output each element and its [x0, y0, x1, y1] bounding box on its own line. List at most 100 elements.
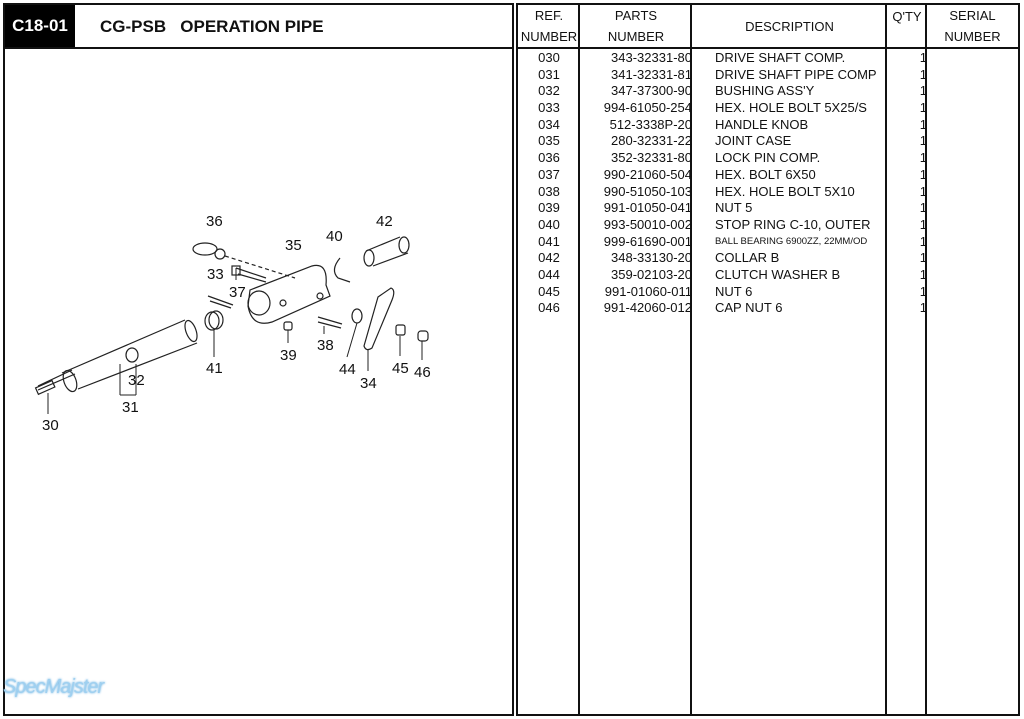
header-parts-line1: PARTS	[614, 8, 658, 23]
callout-37: 37	[229, 284, 246, 301]
qty-cell: 1	[919, 133, 927, 149]
header-ref-line2: NUMBER	[520, 29, 578, 44]
ref-cell: 037	[538, 166, 560, 182]
part-number-cell: 999-61690-001	[603, 233, 692, 249]
description-cell: LOCK PIN COMP.	[715, 150, 821, 166]
qty-cell: 1	[919, 166, 927, 182]
col-divider-parts	[580, 5, 692, 714]
ref-cell: 038	[538, 183, 560, 199]
part-number-cell: 343-32331-80	[611, 50, 692, 65]
callout-38: 38	[317, 337, 334, 354]
parts-table: REF. NUMBER PARTS NUMBER DESCRIPTION Q'T…	[516, 3, 1020, 716]
qty-cell: 1	[919, 116, 927, 132]
ref-cell: 045	[538, 283, 560, 299]
ref-cell: 040	[538, 216, 560, 232]
qty-cell: 1	[919, 66, 927, 82]
callout-33: 33	[207, 266, 224, 283]
callout-45: 45	[392, 360, 409, 377]
part-number-cell: 994-61050-254	[603, 100, 692, 116]
header-qty: Q'TY	[887, 5, 927, 47]
description-cell: BALL BEARING 6900ZZ, 22MM/OD	[715, 235, 868, 247]
ref-cell: 039	[538, 200, 560, 216]
part-number-cell: 991-42060-012	[603, 300, 692, 316]
part-number-cell: 512-3338P-20	[609, 116, 692, 132]
callout-35: 35	[285, 237, 302, 254]
part-number-cell: 990-51050-103	[603, 183, 692, 199]
page-title: CG-PSB OPERATION PIPE	[100, 17, 324, 36]
part-number-cell: 348-33130-20	[611, 250, 692, 266]
qty-cell: 1	[919, 100, 927, 116]
diagram-panel: C18-01 CG-PSB OPERATION PIPE	[3, 3, 514, 716]
nut-5-part	[283, 321, 293, 331]
part-number-cell: 993-50010-002	[603, 216, 692, 232]
clutch-washer-part	[351, 308, 363, 324]
description-cell: HEX. HOLE BOLT 5X25/S	[715, 100, 867, 116]
header-serial-line1: SERIAL	[949, 8, 996, 23]
qty-cell: 1	[919, 83, 927, 99]
part-number-cell: 991-01050-041	[603, 200, 692, 216]
exploded-parts-diagram: 36 35 40 42 33 37 41 39 38 44 34 45 46 3…	[34, 213, 431, 434]
leader-lines	[47, 268, 423, 414]
callout-31: 31	[122, 399, 139, 416]
description-cell: NUT 5	[715, 200, 753, 216]
header-parts: PARTS NUMBER	[580, 5, 692, 47]
ref-cell: 044	[538, 266, 560, 282]
table-row: 032 347-37300-90 BUSHING ASS'Y 1	[518, 83, 1018, 100]
col-divider-ref	[518, 5, 580, 714]
ref-cell: 042	[538, 250, 560, 266]
qty-cell: 1	[919, 300, 927, 316]
ref-cell: 032	[538, 83, 560, 99]
callout-40: 40	[326, 228, 343, 245]
table-row: 030 343-32331-80 DRIVE SHAFT COMP. 1	[518, 50, 1018, 67]
description-cell: NUT 6	[715, 283, 753, 299]
stop-ring-part	[333, 257, 351, 283]
callout-42: 42	[376, 213, 393, 230]
qty-cell: 1	[919, 283, 927, 299]
header-divider	[5, 47, 512, 49]
part-number-cell: 359-02103-20	[611, 266, 692, 282]
description-cell: DRIVE SHAFT COMP.	[715, 50, 846, 65]
drive-shaft-pipe-part	[61, 319, 198, 393]
ref-cell: 031	[538, 66, 560, 82]
section-code: C18-01	[5, 5, 75, 47]
ref-cell: 035	[538, 133, 560, 149]
description-cell: BUSHING ASS'Y	[715, 83, 815, 99]
description-cell: JOINT CASE	[715, 133, 792, 149]
header-parts-line2: NUMBER	[607, 29, 665, 44]
callout-32: 32	[128, 372, 145, 389]
header-serial-line2: NUMBER	[944, 29, 1001, 44]
header-description-text: DESCRIPTION	[745, 18, 834, 34]
description-cell: STOP RING C-10, OUTER	[715, 216, 871, 232]
watermark-logo: SpecMajster	[3, 676, 104, 698]
ref-cell: 041	[538, 233, 560, 249]
header-divider	[518, 47, 1018, 49]
qty-cell: 1	[919, 50, 927, 65]
qty-cell: 1	[919, 200, 927, 216]
ref-cell: 030	[538, 50, 560, 65]
ref-cell: 034	[538, 116, 560, 132]
callout-46: 46	[414, 364, 431, 381]
cap-nut-part	[417, 330, 429, 342]
description-cell: CLUTCH WASHER B	[715, 266, 841, 282]
table-row: 044 359-02103-20 CLUTCH WASHER B 1	[518, 267, 1018, 284]
header-description: DESCRIPTION	[692, 5, 887, 47]
callout-36: 36	[206, 213, 223, 230]
part-number-cell: 347-37300-90	[611, 83, 692, 99]
callout-34: 34	[360, 375, 377, 392]
qty-cell: 1	[919, 183, 927, 199]
header-serial: SERIAL NUMBER	[927, 5, 1018, 47]
part-number-cell: 280-32331-22	[611, 133, 692, 149]
col-divider-desc	[692, 5, 887, 714]
callout-39: 39	[280, 347, 297, 364]
lock-pin-part	[192, 242, 296, 279]
callout-labels: 36 35 40 42 33 37 41 39 38 44 34 45 46 3…	[42, 213, 431, 434]
callout-44: 44	[339, 361, 356, 378]
qty-cell: 1	[919, 266, 927, 282]
part-number-cell: 990-21060-504	[603, 166, 692, 182]
